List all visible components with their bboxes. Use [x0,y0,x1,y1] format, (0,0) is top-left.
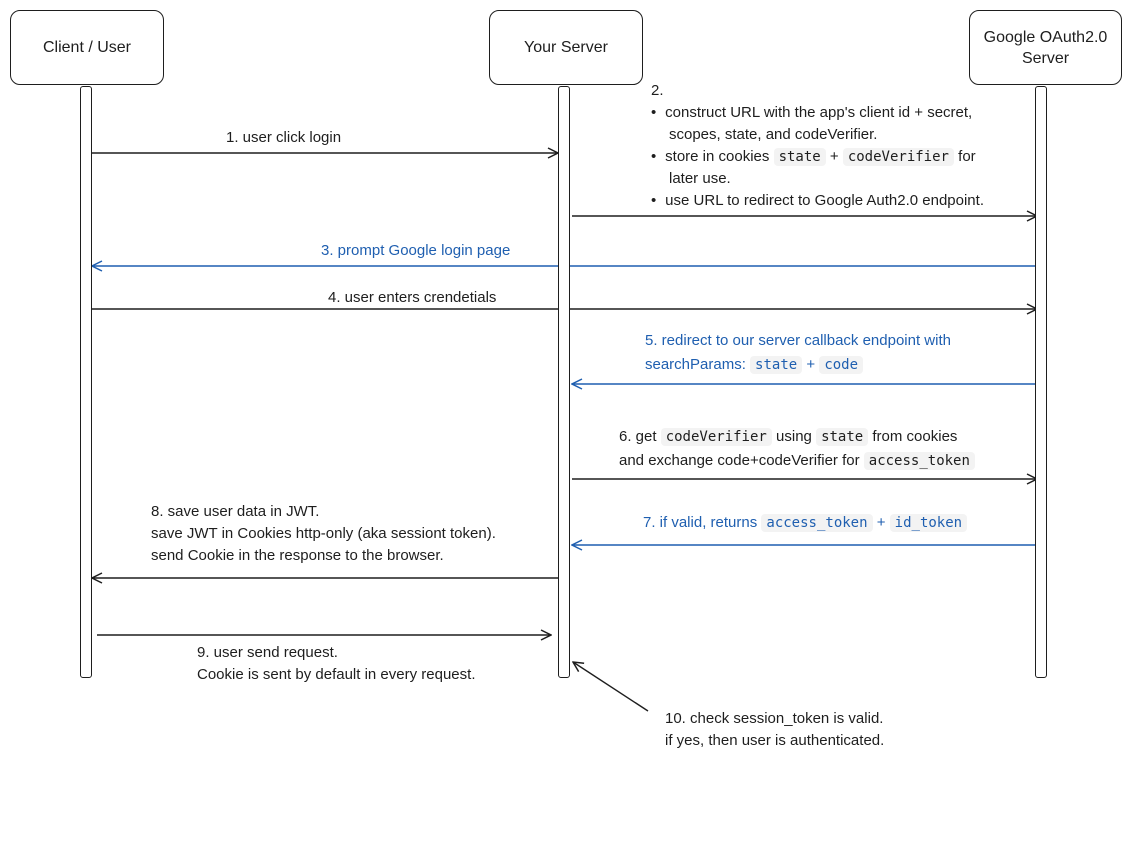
step-1-text: 1. user click login [226,129,342,146]
step-2-bullet-1-text: construct URL with the app's client id +… [665,104,973,121]
step-2-bullet-1: • construct URL with the app's client id… [651,104,973,121]
step-10-line-1: 10. check session_token is valid. [665,710,884,727]
step-9-line-1: 9. user send request. [197,644,338,661]
lifeline-client [80,86,92,678]
code-state: state [750,356,803,374]
step-6-label: 6. get codeVerifier using state from coo… [619,425,975,473]
code-id-token: id_token [889,514,968,532]
actor-client-label: Client / User [42,39,132,56]
step-4-text: 4. user enters crendetials [328,289,497,306]
step-3-text: 3. prompt Google login page [321,242,511,259]
actor-server: Your Server [489,10,643,85]
step-6-line-2: and exchange code+codeVerifier for acces… [619,449,975,473]
code-access-token: access_token [863,452,975,470]
step-6-exchange: and exchange code+codeVerifier for [619,452,860,469]
code-codeverifier: codeVerifier [660,428,772,446]
actor-google-label-2: Server [1021,49,1070,67]
step-6-line-1: 6. get codeVerifier using state from coo… [619,425,975,449]
code-state: state [773,148,826,166]
step-2-note: 2. • construct URL with the app's client… [651,80,984,212]
step-9-label: 9. user send request. Cookie is sent by … [197,642,475,686]
step-6-get: 6. get [619,428,657,445]
step-5-searchparams: searchParams: [645,356,746,373]
lifeline-google [1035,86,1047,678]
actor-client: Client / User [10,10,164,85]
step-10-label: 10. check session_token is valid. if yes… [665,708,884,752]
step-2-bullet-2-for: for [958,148,976,165]
step-5-line-2: searchParams: state + code [645,353,951,377]
code-code: code [819,356,864,374]
step-8-line-3: send Cookie in the response to the brows… [151,547,444,564]
step-4-label: 4. user enters crendetials [328,287,496,309]
step-7-text: 7. if valid, returns [643,514,758,531]
step-3-label: 3. prompt Google login page [321,240,510,262]
plus-sign: + [806,356,816,373]
code-state: state [816,428,869,446]
step-1-label: 1. user click login [226,127,341,149]
step-2-bullet-1-cont: scopes, state, and codeVerifier. [669,126,878,143]
step-9-line-2: Cookie is sent by default in every reque… [197,666,476,683]
step-2-bullet-3: • use URL to redirect to Google Auth2.0 … [651,192,984,209]
step-8-label: 8. save user data in JWT. save JWT in Co… [151,501,496,567]
code-access-token: access_token [761,514,873,532]
step-10-line-2: if yes, then user is authenticated. [665,732,885,749]
arrow-10 [573,662,649,712]
step-6-using: using [776,428,812,445]
lifeline-server [558,86,570,678]
actor-google-label-1: Google OAuth2.0 [983,28,1108,46]
actor-google: Google OAuth2.0 Server [969,10,1122,85]
step-5-label: 5. redirect to our server callback endpo… [645,329,951,377]
step-5-line-1: 5. redirect to our server callback endpo… [645,332,951,349]
step-6-from-cookies: from cookies [872,428,958,445]
code-codeverifier: codeVerifier [842,148,954,166]
step-2-bullet-2-cont: later use. [669,170,731,187]
step-2-number: 2. [651,82,664,99]
step-8-line-2: save JWT in Cookies http-only (aka sessi… [151,525,496,542]
step-8-line-1: 8. save user data in JWT. [151,503,320,520]
plus-sign: + [876,514,886,531]
step-7-label: 7. if valid, returns access_token + id_t… [643,512,968,534]
step-2-bullet-2-text: store in cookies [665,148,770,165]
step-2-bullet-3-text: use URL to redirect to Google Auth2.0 en… [665,192,984,209]
step-2-bullet-2: • store in cookies state + codeVerifier … [651,148,976,166]
actor-server-label: Your Server [524,39,608,56]
plus-sign: + [829,148,839,165]
